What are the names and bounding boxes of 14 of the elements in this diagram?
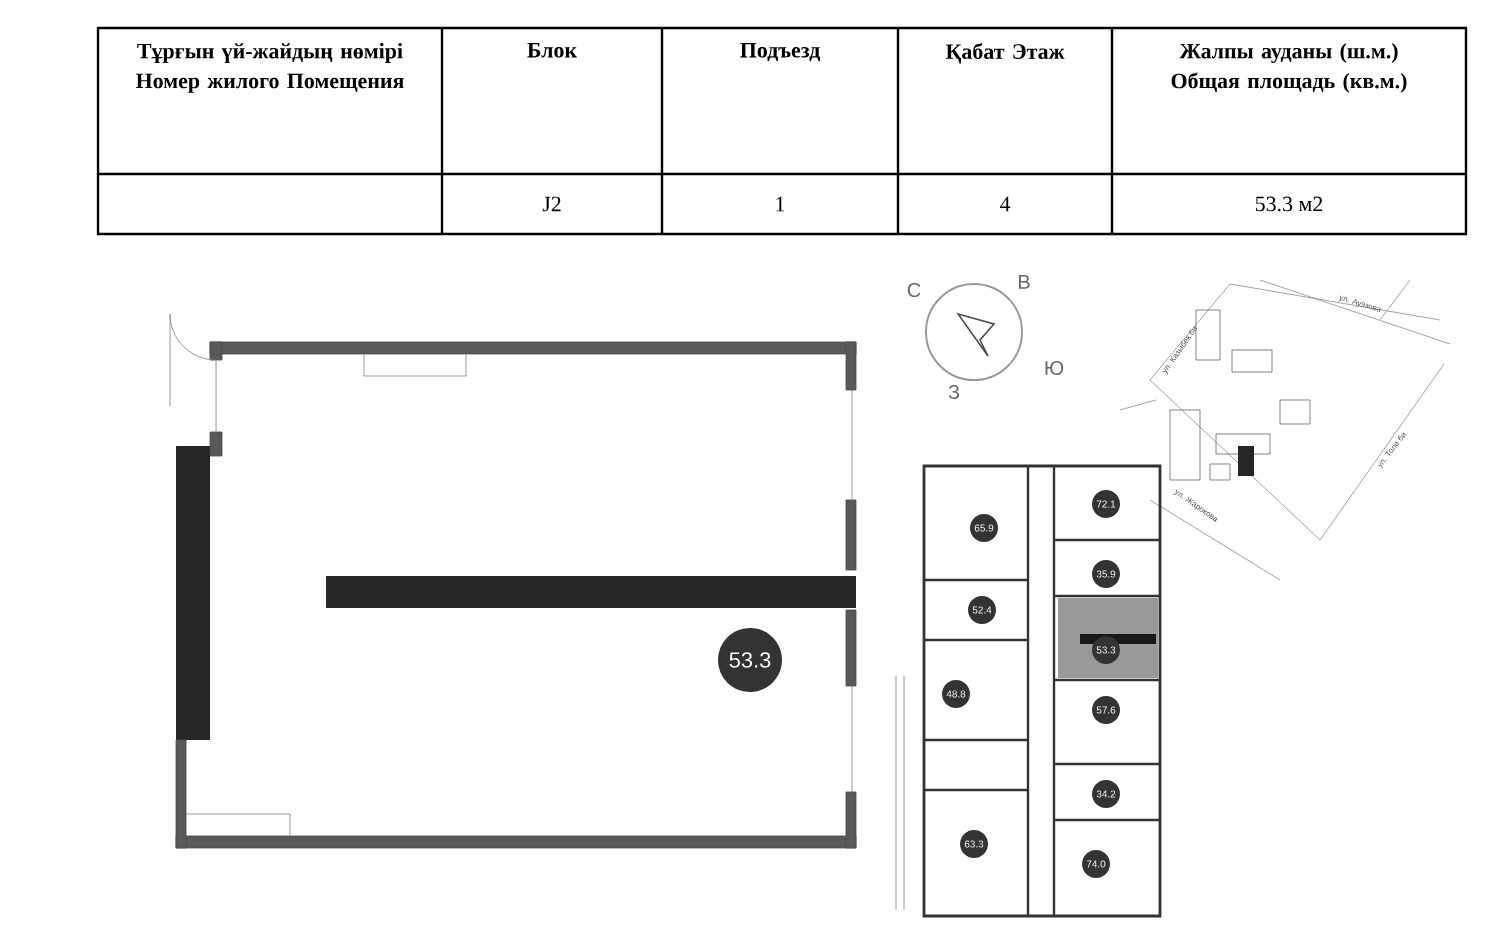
table-cell-text: 1 — [776, 196, 785, 212]
compass-letter: С — [907, 282, 921, 298]
column-header: Блок — [527, 43, 577, 58]
column-header: Қабат Этаж — [945, 43, 1065, 64]
compass-letter: Ю — [1045, 360, 1064, 376]
column-header: Жалпы ауданы (ш.м.) Общая площадь (кв.м.) — [1171, 43, 1407, 93]
column-header: Тұрғын үй-жайдың нөмірі Номер жилого Помещения — [136, 43, 404, 93]
table-cell-text: 4 — [999, 196, 1011, 212]
area-badge: 53.3 — [718, 628, 782, 692]
compass-letter: В — [1019, 275, 1030, 289]
compass-letter: З — [948, 384, 960, 400]
column-header: Подъезд — [740, 43, 821, 62]
table-cell-text: 53.3 м2 — [1255, 196, 1323, 212]
table-cell-text: J2 — [542, 196, 561, 212]
